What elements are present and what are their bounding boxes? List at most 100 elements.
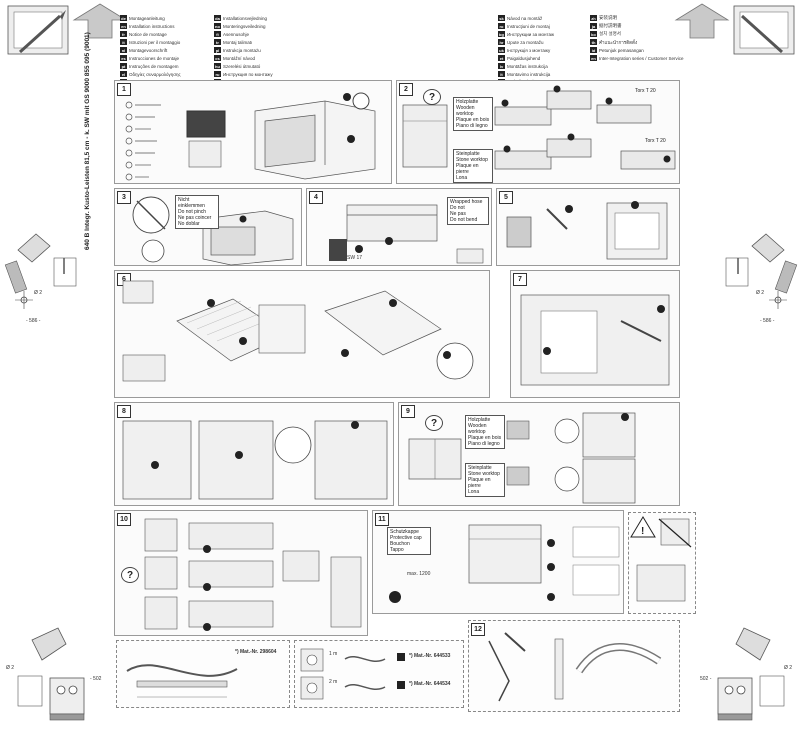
language-code-badge: tr bbox=[214, 39, 221, 45]
language-code-badge: es bbox=[120, 55, 127, 61]
height-mark-label: max. 1200 bbox=[407, 571, 431, 577]
step-panel-10: 10 ? bbox=[114, 510, 368, 636]
drill-diameter-label: Ø 2 bbox=[784, 665, 793, 671]
step-number: 4 bbox=[309, 191, 323, 204]
language-code-badge: ko bbox=[590, 31, 597, 37]
language-code-badge: it bbox=[120, 39, 127, 45]
material-number: *) Mat.-Nr. 298604 bbox=[235, 649, 277, 655]
corner-cabinet-icon bbox=[733, 5, 795, 55]
language-title: 설치 설명서 bbox=[599, 31, 621, 36]
step-panel-8: 8 bbox=[114, 402, 394, 506]
language-code-badge: ja bbox=[590, 23, 597, 29]
drill-diameter-label: Ø 2 bbox=[34, 290, 43, 296]
language-title: คำแนะนำการติดตั้ง bbox=[599, 39, 638, 45]
step-panel-5: 5 bbox=[496, 188, 680, 266]
language-code-badge: fr bbox=[120, 31, 127, 37]
language-title: Upute za montažu bbox=[507, 39, 544, 45]
language-title: Montageanleitung bbox=[129, 15, 165, 21]
length-label: 2 m bbox=[329, 679, 338, 685]
distance-label: 502 - bbox=[700, 676, 712, 682]
language-code-badge: bg bbox=[498, 31, 505, 37]
language-title: Monteringsveiledning bbox=[223, 23, 266, 29]
warning-box: ! bbox=[628, 512, 696, 614]
language-code-badge: nl bbox=[120, 47, 127, 53]
language-title: 安装说明 bbox=[599, 15, 617, 20]
drill-icon bbox=[4, 233, 77, 309]
material-number: *) Mat.-Nr. 644533 bbox=[409, 653, 451, 659]
parts-illustration bbox=[125, 92, 376, 181]
language-title: Inter-Integration series / Customer Serv… bbox=[599, 55, 684, 61]
language-code-badge: da bbox=[214, 15, 221, 21]
step-panel-1: 1 bbox=[114, 80, 392, 184]
language-code-badge: pt bbox=[120, 63, 127, 69]
language-code-badge: el bbox=[120, 71, 127, 77]
language-code-badge: lt bbox=[498, 71, 505, 77]
language-title: Notice de montage bbox=[129, 31, 167, 37]
language-code-badge: no bbox=[214, 23, 221, 29]
language-code-badge: lv bbox=[498, 63, 505, 69]
step-number: 8 bbox=[117, 405, 131, 418]
drill-diameter-label: Ø 2 bbox=[756, 290, 765, 296]
language-title: Montāžas instrukcija bbox=[507, 63, 548, 69]
wrench-size-label: SW 17 bbox=[347, 255, 363, 261]
language-title: Instruções de montagem bbox=[129, 63, 179, 69]
step-number: 7 bbox=[513, 273, 527, 286]
language-title: Инструкция по монтажу bbox=[223, 71, 273, 77]
language-code-badge: ru bbox=[214, 71, 221, 77]
language-title: Instrukcja montażu bbox=[223, 47, 261, 53]
language-code-badge: de bbox=[120, 15, 127, 21]
distance-label: - 586 - bbox=[760, 318, 775, 324]
language-code-badge: en bbox=[590, 55, 597, 61]
language-title: Návod na montáž bbox=[507, 15, 543, 21]
drill-icon bbox=[725, 233, 798, 309]
language-title: Installationsvejledning bbox=[223, 15, 268, 21]
language-title: Installation instructions bbox=[129, 23, 175, 29]
drill-icon bbox=[717, 627, 785, 721]
question-bubble-icon: ? bbox=[425, 415, 443, 431]
language-code-badge: et bbox=[498, 55, 505, 61]
language-code-badge: th bbox=[590, 39, 597, 45]
step-number: 12 bbox=[471, 623, 485, 636]
up-arrow-icon bbox=[72, 3, 128, 39]
language-title: 据付説明書 bbox=[599, 23, 622, 28]
question-bubble-icon: ? bbox=[423, 89, 441, 105]
drill-diameter-label: Ø 2 bbox=[6, 665, 15, 671]
language-code-badge: en bbox=[120, 23, 127, 29]
language-title: Istruzioni per il montaggio bbox=[129, 39, 181, 45]
